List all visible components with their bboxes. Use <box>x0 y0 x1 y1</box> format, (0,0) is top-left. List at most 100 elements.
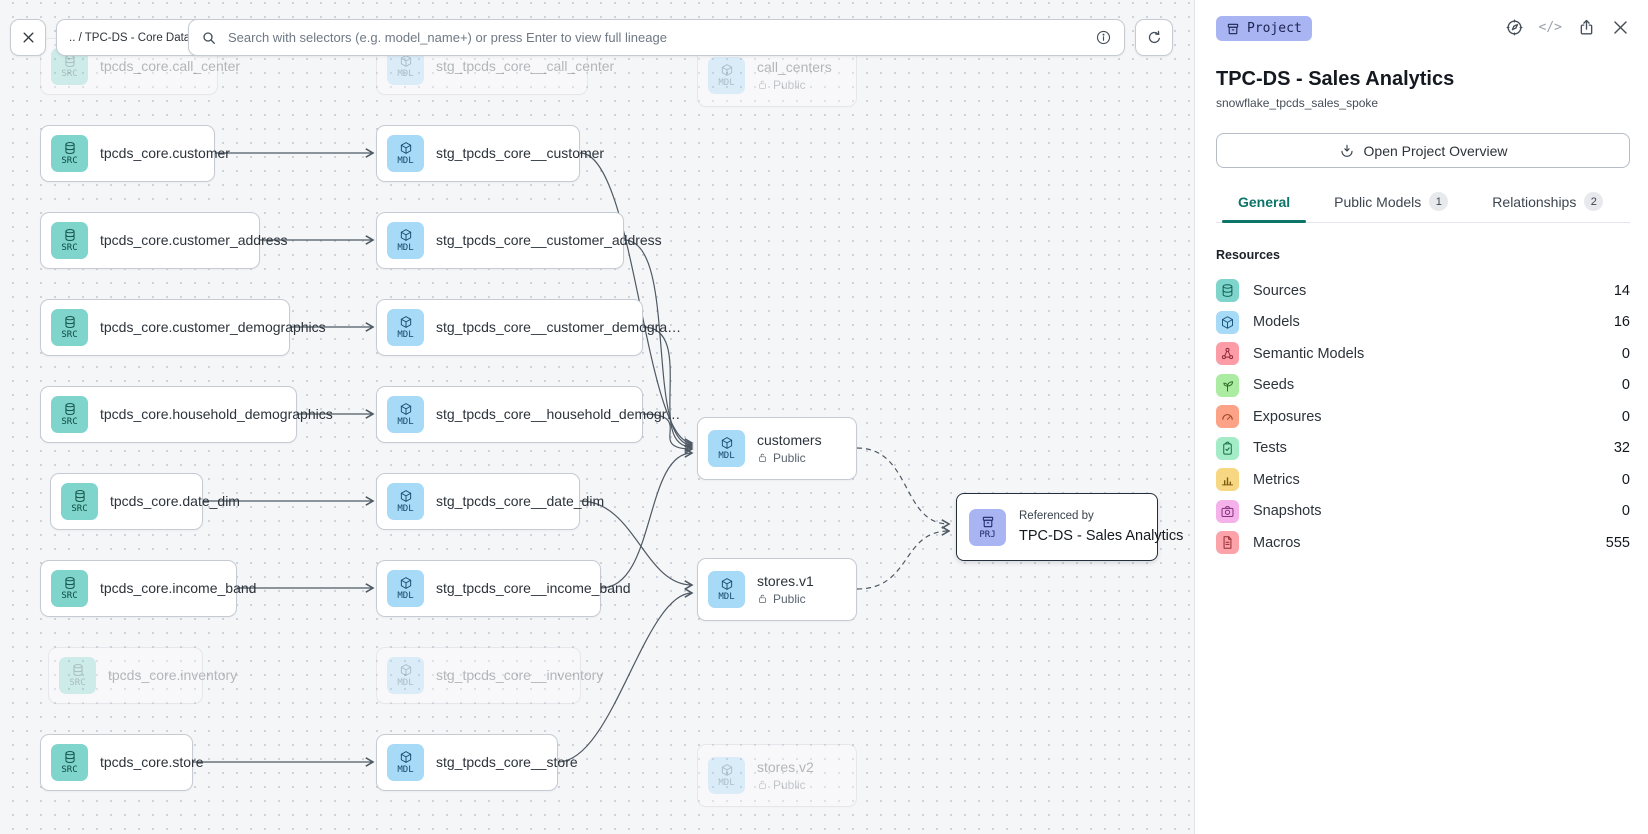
node-type-badge: MDL <box>387 395 424 433</box>
database-icon <box>64 576 75 589</box>
node-type-badge: MDL <box>387 221 424 259</box>
camera-icon <box>1221 505 1234 517</box>
node-type-badge: SRC <box>59 656 96 694</box>
cube-icon <box>400 402 411 415</box>
referenced-by-label: Referenced by <box>1019 510 1094 522</box>
close-lineage-button[interactable] <box>10 19 46 56</box>
resource-count: 32 <box>1613 440 1630 457</box>
cube-icon <box>721 436 732 449</box>
node-label: stg_tpcds_core__customer <box>436 145 605 161</box>
database-icon <box>64 315 75 328</box>
overview-button-label: Open Project Overview <box>1363 142 1508 159</box>
refresh-icon <box>1148 30 1160 44</box>
lineage-edges <box>193 148 951 767</box>
node-label: tpcds_core.customer_address <box>100 232 288 248</box>
node-type-badge: MDL <box>708 570 745 608</box>
lineage-search-bar[interactable] <box>188 19 1125 56</box>
node-label: tpcds_core.call_center <box>100 58 241 74</box>
node-label: stg_tpcds_core__date_dim <box>436 493 605 509</box>
resource-label: Exposures <box>1253 408 1322 425</box>
resource-count: 0 <box>1621 471 1630 488</box>
project-icon <box>982 516 993 527</box>
node-type-badge: MDL <box>387 482 424 520</box>
nodes-icon <box>1221 348 1234 360</box>
node-type-badge: SRC <box>51 395 88 433</box>
node-type-badge: MDL <box>387 656 424 694</box>
node-type-badge: PRJ <box>969 508 1006 546</box>
resource-label: Models <box>1253 314 1300 331</box>
database-icon <box>64 141 75 154</box>
resource-label: Seeds <box>1253 377 1295 394</box>
node-label: stg_tpcds_core__inventory <box>436 667 604 683</box>
resource-label: Semantic Models <box>1253 345 1365 362</box>
lineage-edge <box>642 326 694 452</box>
lineage-edge <box>642 413 694 454</box>
search-input[interactable] <box>226 29 1086 46</box>
database-icon <box>64 750 75 763</box>
tab-count-badge: 2 <box>1584 192 1604 211</box>
tab-general[interactable]: General <box>1216 185 1312 223</box>
explore-compass-button[interactable] <box>1505 18 1524 37</box>
lineage-edge <box>557 588 694 763</box>
info-icon[interactable] <box>1095 29 1112 46</box>
view-code-button[interactable]: </> <box>1539 20 1562 35</box>
node-label: stores.v1 <box>757 572 814 589</box>
share-button[interactable] <box>1577 18 1596 37</box>
node-label: stg_tpcds_core__call_center <box>436 58 615 74</box>
node-type-badge: MDL <box>387 743 424 781</box>
lock-icon <box>759 80 766 89</box>
code-icon: </> <box>1538 20 1562 35</box>
gauge-icon <box>1222 414 1233 421</box>
node-access-label: Public <box>757 592 814 606</box>
search-icon <box>203 31 215 44</box>
seedling-icon <box>1223 381 1233 392</box>
node-type-badge: SRC <box>61 482 98 520</box>
lineage-node-mdl-stg-inventory[interactable]: MDL stg_tpcds_core__inventory <box>376 646 603 704</box>
lineage-node-mdl-stg-date-dim[interactable]: MDL stg_tpcds_core__date_dim <box>376 472 604 530</box>
database-icon <box>72 663 83 676</box>
node-label: tpcds_core.income_band <box>100 580 257 596</box>
open-project-overview-button[interactable]: Open Project Overview <box>1216 133 1630 168</box>
node-type-badge: SRC <box>51 308 88 346</box>
cross-project-edge <box>856 447 951 529</box>
compass-icon <box>1506 19 1522 36</box>
project-type-badge: Project <box>1216 16 1312 41</box>
tab-count-badge: 1 <box>1429 192 1449 211</box>
refresh-lineage-button[interactable] <box>1135 19 1173 56</box>
close-panel-button[interactable] <box>1611 18 1630 37</box>
resource-label: Sources <box>1253 282 1307 299</box>
cube-icon <box>1222 316 1233 329</box>
cube-icon <box>400 663 411 676</box>
